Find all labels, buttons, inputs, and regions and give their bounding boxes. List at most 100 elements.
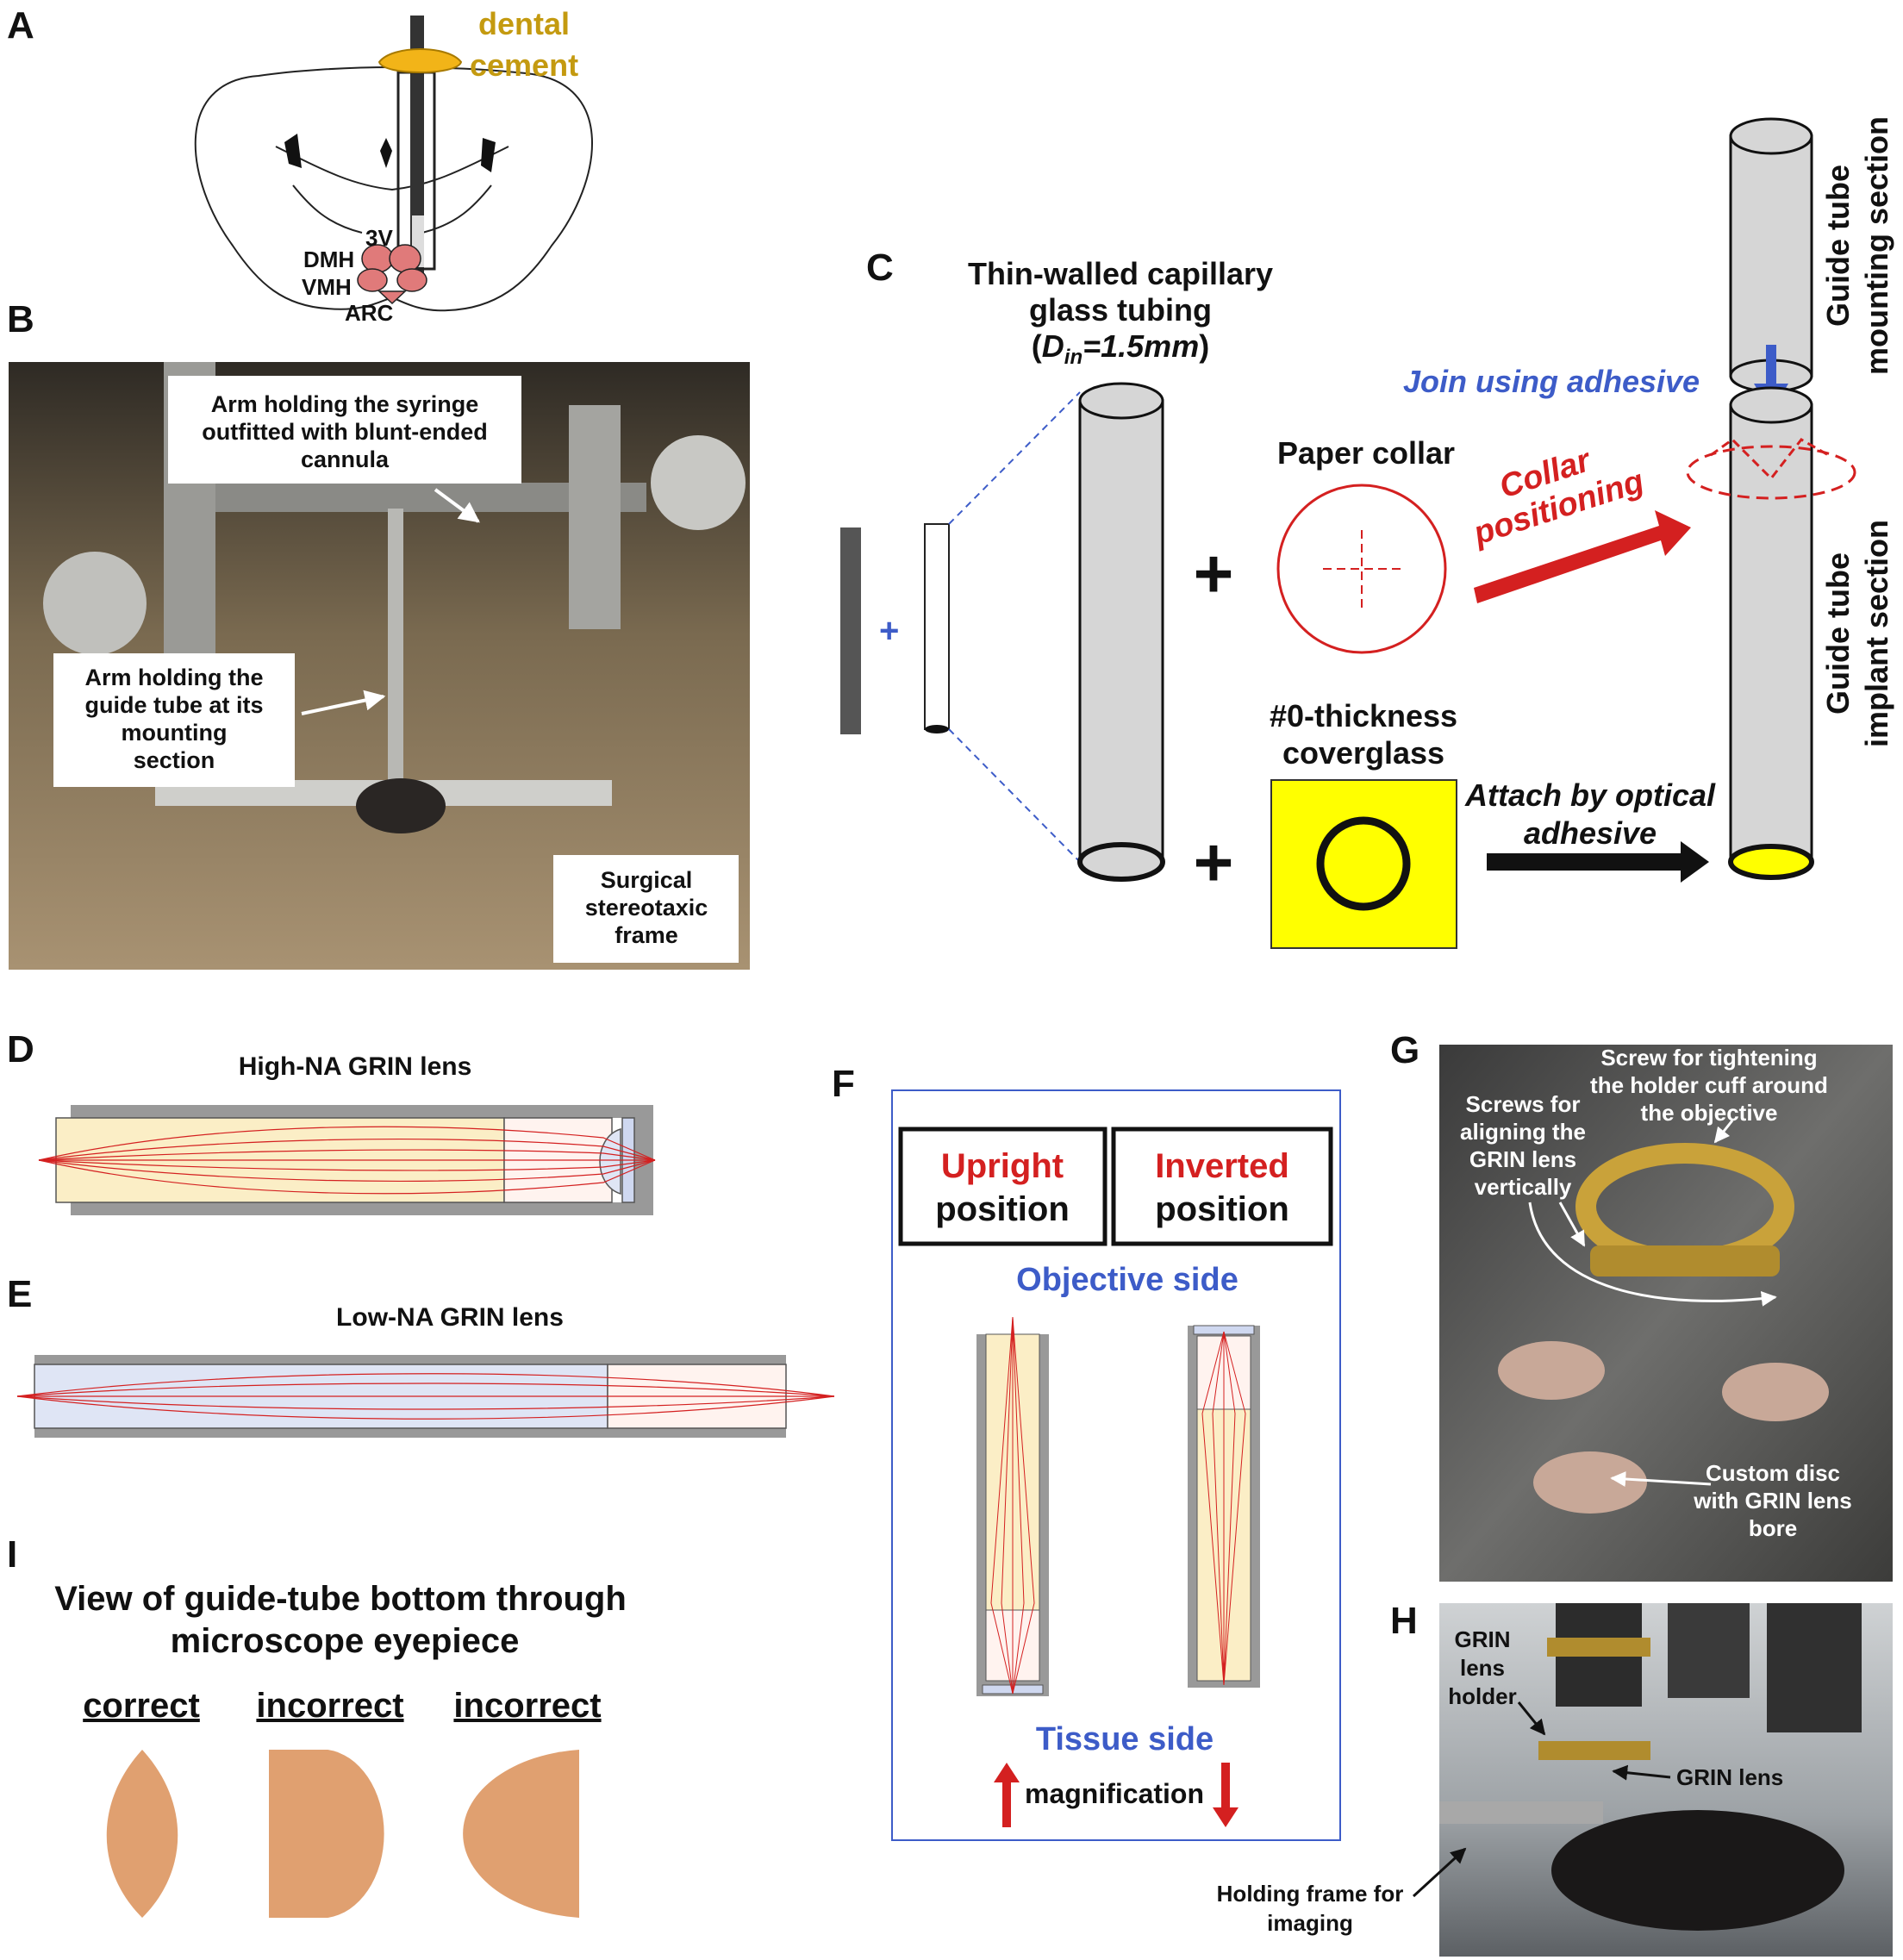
screws-align-label-4: vertically	[1475, 1174, 1572, 1200]
callout-syringe-box	[168, 376, 521, 484]
coverglass-label-1: #0-thickness	[1270, 698, 1457, 733]
brain-cortex-line	[275, 146, 509, 191]
photo-disc-2	[1722, 1363, 1829, 1421]
join-label: Join using adhesive	[1403, 364, 1700, 399]
incorrect-view-shape-2	[463, 1750, 579, 1918]
callout-frame-line-1: Surgical	[601, 867, 693, 893]
guide-tube-mounting-top	[1729, 117, 1813, 155]
view-title-1: View of guide-tube bottom through	[54, 1580, 627, 1618]
paper-collar-label: Paper collar	[1277, 435, 1455, 471]
photo-guide-arm	[388, 509, 403, 793]
photo-knob-left	[43, 552, 147, 655]
label-3v: 3V	[365, 225, 393, 251]
tissue-side-label: Tissue side	[1036, 1721, 1214, 1757]
left-ventricle	[284, 134, 302, 168]
incorrect-label-2: incorrect	[453, 1687, 601, 1725]
tubing-title-1: Thin-walled capillary	[968, 256, 1273, 291]
frame-label-2: imaging	[1267, 1910, 1353, 1936]
midline-ventricle	[380, 138, 392, 168]
right-ventricle	[481, 138, 496, 172]
panel-c: C + Thin-walled capillary glass tubing (…	[840, 116, 1894, 949]
attach-label-1: Attach by optical	[1464, 777, 1716, 813]
panel-label-a: A	[7, 4, 34, 47]
magnification-up-arrow	[994, 1763, 1020, 1827]
panel-label-b: B	[7, 298, 34, 340]
tubing-dimension: (Din=1.5mm)	[1032, 328, 1209, 369]
magnification-down-arrow	[1213, 1763, 1239, 1827]
dental-cement-label-2: cement	[470, 47, 578, 83]
dmh-nucleus-right	[389, 244, 421, 273]
capillary-sketch	[924, 523, 950, 730]
callout-guide-arrow	[301, 690, 386, 715]
zoom-line-bottom	[948, 728, 1081, 863]
screw-cuff-label-2: the holder cuff around	[1590, 1072, 1828, 1098]
coverglass-ring	[1316, 816, 1411, 911]
upright-label-2: position	[935, 1190, 1070, 1228]
objective-side-label: Objective side	[1016, 1262, 1239, 1298]
brain-hippocampus-right	[421, 184, 492, 234]
photo-holder-plate	[1538, 1741, 1650, 1760]
holder-label-1: GRIN	[1455, 1626, 1511, 1652]
dental-cement	[377, 48, 463, 73]
upright-rays	[990, 1316, 1035, 1695]
photo-disc-3	[1533, 1451, 1647, 1514]
attach-arrow	[1487, 841, 1709, 883]
tubing-title-2: glass tubing	[1029, 292, 1212, 328]
screws-align-label-1: Screws for	[1466, 1091, 1581, 1117]
holder-arrow	[1517, 1701, 1546, 1736]
panel-b: B Arm holding the syringe outfitted with…	[7, 298, 750, 970]
screw-cuff-arrow	[1713, 1120, 1734, 1144]
paper-collar	[1276, 484, 1447, 654]
guide-tube-implant	[1729, 403, 1813, 864]
photo-holder-base	[1590, 1245, 1780, 1276]
collar-positioning-arrow	[1474, 510, 1691, 603]
panel-a: A dental cement 3V DMH VMH ARC	[7, 4, 593, 326]
photo-mouse-h	[1551, 1810, 1844, 1931]
callout-guide-line-4: section	[134, 747, 215, 773]
frame-label-1: Holding frame for	[1217, 1881, 1404, 1907]
guide-tube-implant-top	[1729, 386, 1813, 424]
callout-syringe-line-3: cannula	[301, 446, 390, 472]
photo-objective-2	[1668, 1603, 1750, 1698]
correct-view-shape	[106, 1750, 178, 1918]
mounting-label-1: Guide tube	[1820, 165, 1856, 327]
callout-guide-line-1: Arm holding the	[85, 665, 264, 690]
brain-hippocampus-left	[292, 184, 363, 234]
screws-align-arrow-1	[1558, 1202, 1586, 1247]
capillary-sketch-bottom	[925, 725, 949, 733]
panel-label-d: D	[7, 1028, 34, 1071]
collar-folded-tabs	[1710, 438, 1832, 481]
disc-label-1: Custom disc	[1706, 1460, 1840, 1486]
callout-frame-box	[553, 855, 739, 963]
inverted-box	[1111, 1127, 1333, 1246]
photo-frame-bar	[1439, 1801, 1603, 1824]
screws-align-arrow-2	[1528, 1202, 1777, 1307]
collar-dashed	[1686, 445, 1856, 500]
low-na-title: Low-NA GRIN lens	[336, 1303, 564, 1332]
screw-cuff-label-3: the objective	[1641, 1100, 1778, 1126]
holder-label-3: holder	[1448, 1683, 1516, 1709]
callout-syringe-line-1: Arm holding the syringe	[211, 391, 479, 417]
callout-frame-line-2: stereotaxic	[585, 895, 708, 921]
label-arc: ARC	[345, 300, 394, 326]
callout-guide-box	[53, 653, 295, 787]
panel-label-i: I	[7, 1533, 17, 1576]
panel-d: D High-NA GRIN lens	[7, 1028, 656, 1215]
capillary-photo	[840, 527, 861, 734]
disc-label-3: bore	[1749, 1515, 1797, 1541]
mounting-label-2: mounting section	[1859, 116, 1894, 375]
coverglass-label-2: coverglass	[1282, 735, 1444, 771]
upright-label-1: Upright	[941, 1147, 1064, 1185]
panel-h: H GRIN lens holder GRIN lens Holding fra…	[1217, 1600, 1893, 1957]
capillary-tube	[1078, 399, 1164, 864]
callout-frame-line-3: frame	[615, 922, 678, 948]
attach-label-2: adhesive	[1524, 815, 1657, 851]
screws-align-label-3: GRIN lens	[1469, 1146, 1576, 1172]
correct-label: correct	[83, 1687, 200, 1725]
callout-syringe-line-2: outfitted with blunt-ended	[202, 419, 487, 445]
panel-label-g: G	[1390, 1029, 1419, 1071]
inverted-label-2: position	[1155, 1190, 1289, 1228]
guide-tube-coverglass-bottom	[1728, 844, 1814, 880]
callout-guide-line-2: guide tube at its	[84, 692, 263, 718]
